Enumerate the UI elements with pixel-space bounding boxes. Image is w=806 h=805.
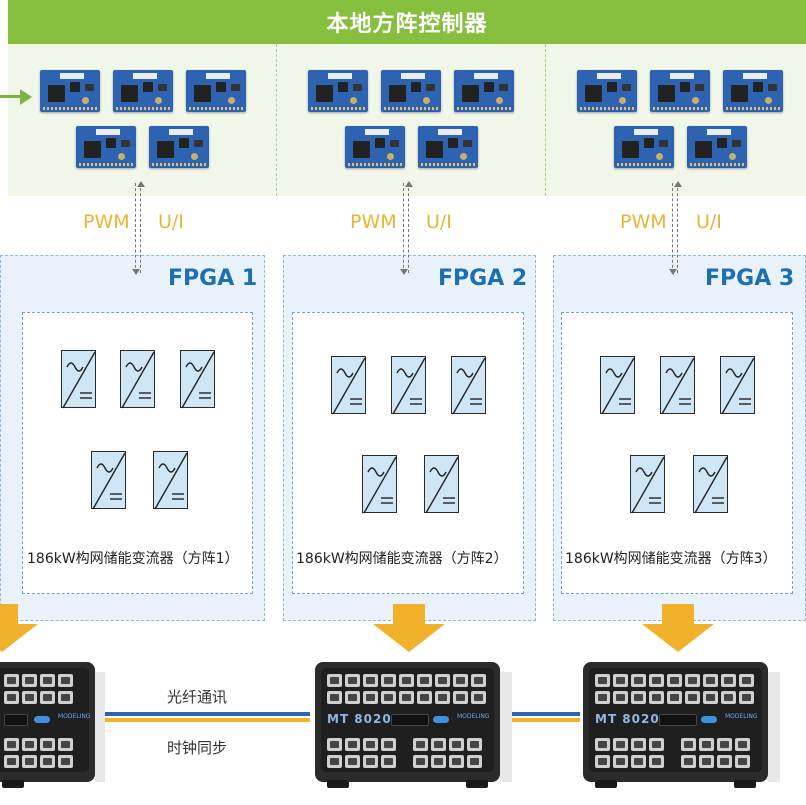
controller-board	[149, 126, 209, 168]
converter-icon	[693, 455, 728, 514]
ui-label: U/I	[696, 211, 722, 233]
converter-icon	[362, 455, 397, 514]
clock-link-line	[100, 718, 310, 722]
controller-board	[40, 70, 100, 112]
clock-label: 时钟同步	[167, 739, 228, 757]
clock-link-line	[500, 718, 580, 722]
pwm-ui-link-icon	[132, 181, 145, 275]
controller-header: 本地方阵控制器	[8, 0, 806, 44]
converter-icon	[660, 356, 695, 415]
controller-board	[687, 126, 747, 168]
pwm-label: PWM	[350, 211, 397, 233]
converter-icon	[153, 451, 188, 510]
fpga-title: FPGA 2	[438, 266, 528, 291]
mt-device: MT 8020 MODELING	[583, 662, 768, 788]
device-side	[95, 672, 105, 782]
pwm-ui-link-icon	[669, 181, 682, 275]
controller-divider	[545, 44, 546, 196]
fpga-title: FPGA 1	[168, 266, 258, 291]
device-model: MT 8020	[327, 712, 392, 726]
array-label: 186kW构网储能变流器（方阵1）	[27, 551, 239, 567]
device-model: MT 8020	[595, 712, 660, 726]
converter-icon	[600, 356, 635, 415]
converter-icon	[331, 356, 366, 415]
controller-board	[76, 126, 136, 168]
ui-label: U/I	[426, 211, 452, 233]
pwm-label: PWM	[620, 211, 667, 233]
converter-icon	[720, 356, 755, 415]
converter-icon	[451, 356, 486, 415]
down-arrow-icon	[0, 604, 38, 652]
converter-icon	[91, 451, 126, 510]
controller-divider	[276, 44, 277, 196]
controller-board	[650, 70, 710, 112]
controller-board	[418, 126, 478, 168]
controller-board	[308, 70, 368, 112]
ui-label: U/I	[158, 211, 184, 233]
array-label: 186kW构网储能变流器（方阵2）	[296, 551, 508, 567]
fiber-link-line	[500, 712, 580, 716]
converter-icon	[424, 455, 459, 514]
controller-board	[381, 70, 441, 112]
header-title: 本地方阵控制器	[326, 12, 488, 37]
fpga-title: FPGA 3	[705, 266, 795, 291]
controller-board	[186, 70, 246, 112]
controller-board	[345, 126, 405, 168]
array-label: 186kW构网储能变流器（方阵3）	[565, 551, 777, 567]
input-arrow-head-icon	[20, 89, 32, 105]
controller-board	[113, 70, 173, 112]
fpga-panel-border	[0, 255, 265, 621]
mt-device: MT 8020 MODELING	[315, 662, 500, 788]
controller-board	[454, 70, 514, 112]
controller-board	[723, 70, 783, 112]
converter-icon	[180, 350, 215, 409]
converter-icon	[630, 455, 665, 514]
device-side	[500, 672, 512, 782]
converter-icon	[391, 356, 426, 415]
down-arrow-icon	[373, 604, 445, 652]
converter-icon	[120, 350, 155, 409]
input-arrow-icon	[0, 95, 22, 98]
fiber-link-line	[100, 712, 310, 716]
controller-board	[614, 126, 674, 168]
device-side	[768, 672, 780, 782]
down-arrow-icon	[642, 604, 714, 652]
mt-device: MODELING	[0, 662, 95, 788]
pwm-ui-link-icon	[400, 181, 413, 275]
controller-area	[8, 44, 806, 196]
pwm-label: PWM	[83, 211, 130, 233]
converter-icon	[61, 350, 96, 409]
fiber-label: 光纤通讯	[167, 688, 228, 706]
controller-board	[577, 70, 637, 112]
